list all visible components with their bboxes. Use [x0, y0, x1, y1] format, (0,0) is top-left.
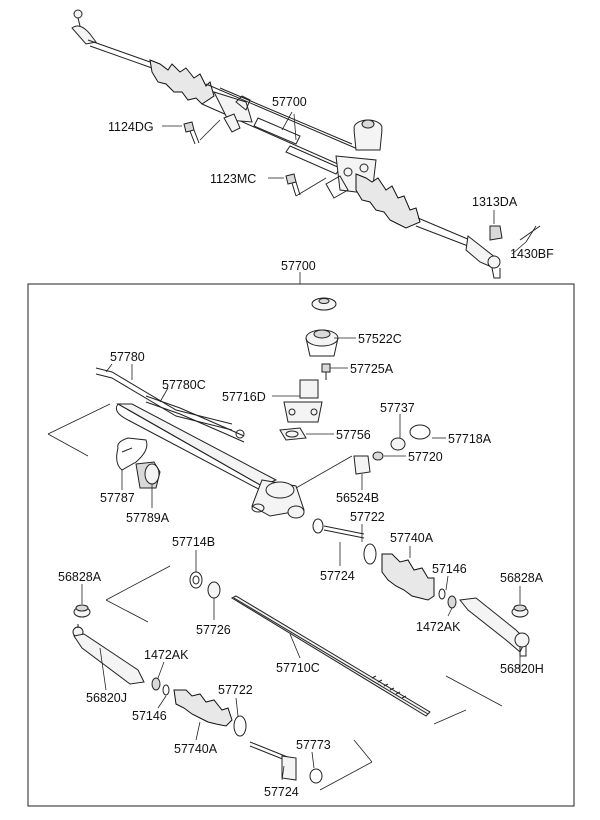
label-57146-left: 57146: [132, 709, 167, 723]
label-57780: 57780: [110, 350, 145, 364]
label-1430bf: 1430BF: [510, 247, 554, 261]
label-1124dg: 1124DG: [108, 120, 154, 134]
label-56828a-right: 56828A: [500, 571, 544, 585]
label-56524b: 56524B: [336, 491, 379, 505]
label-57789a: 57789A: [126, 511, 170, 525]
top-assembly-drawing: [71, 9, 541, 279]
label-57716d: 57716D: [222, 390, 266, 404]
label-1472ak-left: 1472AK: [144, 648, 189, 662]
label-57522c: 57522C: [358, 332, 402, 346]
exploded-view-frame: [27, 283, 575, 807]
label-57724-left: 57724: [264, 785, 299, 799]
label-57710c: 57710C: [276, 661, 320, 675]
label-57726: 57726: [196, 623, 231, 637]
label-57718a: 57718A: [448, 432, 492, 446]
label-57740a-right: 57740A: [390, 531, 434, 545]
label-57146-right: 57146: [432, 562, 467, 576]
label-57725a: 57725A: [350, 362, 394, 376]
label-56820h: 56820H: [500, 662, 544, 676]
label-57773: 57773: [296, 738, 331, 752]
label-57722-left: 57722: [218, 683, 253, 697]
label-57780c: 57780C: [162, 378, 206, 392]
label-1472ak-right: 1472AK: [416, 620, 461, 634]
label-top-assembly: 57700: [272, 95, 307, 109]
label-1123mc: 1123MC: [210, 172, 256, 186]
label-57714b: 57714B: [172, 535, 215, 549]
label-56820j: 56820J: [86, 691, 127, 705]
label-57787: 57787: [100, 491, 135, 505]
label-57756: 57756: [336, 428, 371, 442]
label-57740a-left: 57740A: [174, 742, 218, 756]
label-57722-right: 57722: [350, 510, 385, 524]
label-56828a-left: 56828A: [58, 570, 102, 584]
exploded-parts-drawing: [47, 297, 530, 791]
label-57724-right: 57724: [320, 569, 355, 583]
label-57720: 57720: [408, 450, 443, 464]
label-57737: 57737: [380, 401, 415, 415]
label-1313da: 1313DA: [472, 195, 518, 209]
label-frame-assembly: 57700: [281, 259, 316, 273]
